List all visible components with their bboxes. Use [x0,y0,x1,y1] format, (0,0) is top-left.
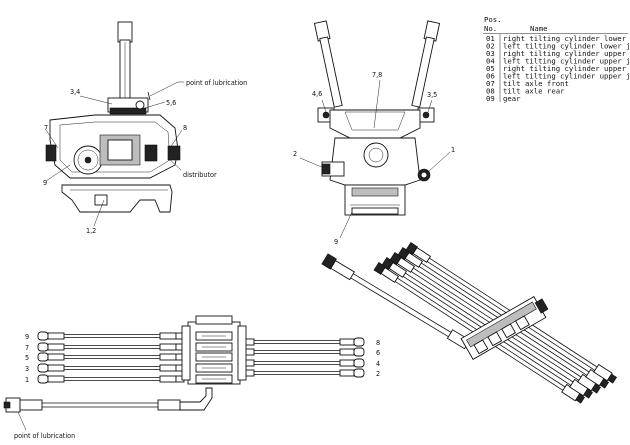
callout-point-of-lubrication-bottom: point of lubrication [14,431,75,440]
callout-9-side: 9 [43,178,47,187]
hose-number-left: 7 [25,343,29,352]
table-row-name: tilt axle front [503,79,569,88]
table-row-no: 08 [486,87,495,96]
callout-3-4: 3,4 [70,87,80,96]
callout-1-front: 1 [451,145,455,154]
hose-number-left: 9 [25,332,29,341]
table-row-name: right tilting cylinder upper joint [503,64,630,73]
hose-number-right: 4 [376,359,380,368]
side-view-leaders [45,81,184,227]
hose-number-left: 1 [25,375,29,384]
table-header-pos: Pos. [484,15,502,24]
hose-number-left: 3 [25,364,29,373]
callout-4-6: 4,6 [312,89,322,98]
hose-number-right: 2 [376,369,380,378]
table-row-name: gear [503,94,521,103]
callout-9-front: 9 [334,237,338,246]
table-row-name: left tilting cylinder upper joint [503,72,630,81]
table-row-no: 07 [486,79,495,88]
table-row-no: 06 [486,72,495,81]
table-row-name: left tilting cylinder lower joint [503,42,630,51]
hose-number-right: 6 [376,348,380,357]
table-row-no: 05 [486,64,495,73]
isometric-distributor-drawing [321,242,618,404]
distributor-right-numbers: 86 42 [376,338,380,378]
side-view-callouts: point of lubrication 3,4 5,6 7 8 9 distr… [43,78,247,235]
callout-3-5: 3,5 [427,90,437,99]
hose-number-right: 8 [376,338,380,347]
table-row-name: tilt axle rear [503,87,565,96]
callout-2-front: 2 [293,149,297,158]
table-row-no: 01 [486,34,495,43]
table-row-no: 02 [486,42,495,51]
table-header-no: No. [484,24,497,33]
side-view-drawing [45,21,181,213]
callout-distributor: distributor [183,170,217,179]
position-table-rows: 01 right tilting cylinder lower joint 02 le… [486,34,630,103]
table-header-name: Name [530,24,548,33]
table-row-name: left tilting cylinder upper joint [503,57,630,66]
front-view-callouts: 4,6 7,8 3,5 2 1 9 [293,70,455,246]
distributor-left-numbers: 9 75 3 1 [25,332,29,384]
callout-7-side: 7 [44,123,48,132]
position-table: Pos. No. Name [483,15,628,102]
callout-point-of-lubrication-top: point of lubrication [186,78,247,87]
front-view-drawing [313,20,441,216]
hose-number-left: 5 [25,353,29,362]
table-row-name: right tilting cylinder lower joint [503,34,630,43]
callout-1-2: 1,2 [86,226,96,235]
table-row-no: 09 [486,94,495,103]
callout-8-side: 8 [183,123,187,132]
distributor-layout-drawing [3,315,365,431]
table-row-name: right tilting cylinder upper joint [503,49,630,58]
front-view-leaders [299,79,451,239]
table-row-no: 03 [486,49,495,58]
table-row-no: 04 [486,57,495,66]
callout-7-8: 7,8 [372,70,382,79]
callout-5-6: 5,6 [166,98,176,107]
